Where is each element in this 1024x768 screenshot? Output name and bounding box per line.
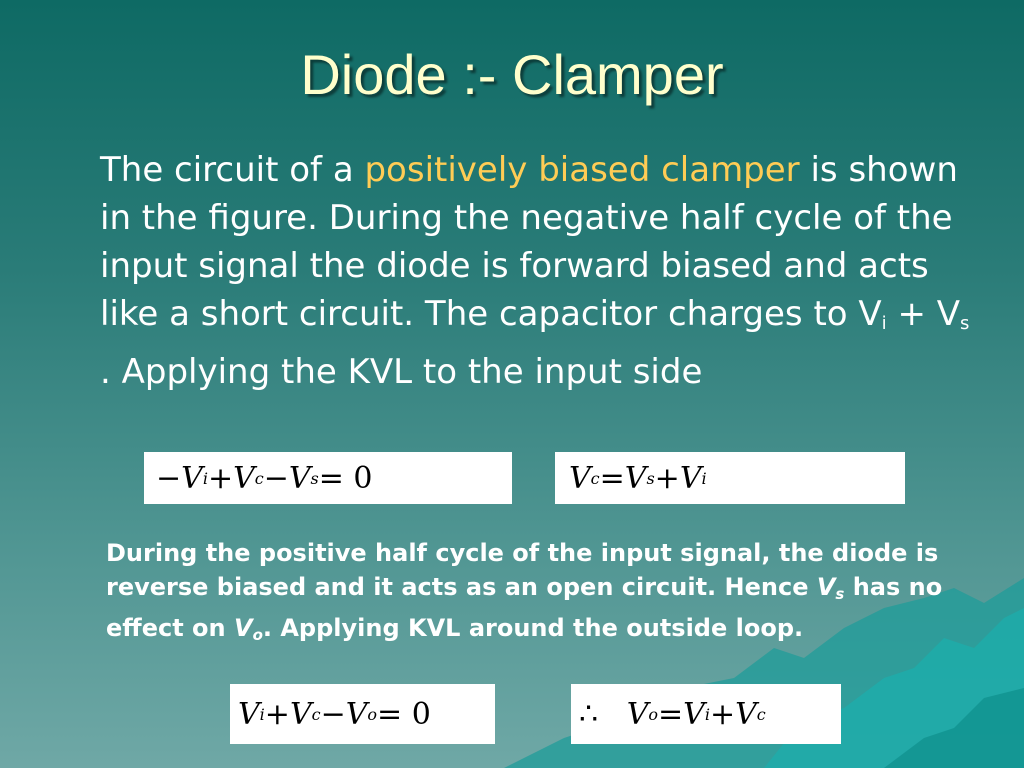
eq4-sub-c: c xyxy=(756,704,766,724)
eq3-sub-i: i xyxy=(259,704,265,724)
para2-text-2: has no effect on xyxy=(106,573,943,642)
slide-title: Diode :- Clamper xyxy=(300,43,724,106)
eq1-plus: + xyxy=(207,460,234,496)
eq2-v: V xyxy=(679,460,702,496)
para2-sub-o: o xyxy=(252,626,263,644)
eq3-plus: + xyxy=(264,696,290,732)
eq3-v: V xyxy=(289,696,312,732)
para2-text-3: . Applying KVL around the outside loop. xyxy=(262,614,804,642)
intro-paragraph: The circuit of a positively biased clamp… xyxy=(100,146,980,396)
eq4-sub-i: i xyxy=(704,704,710,724)
eq4-v: V xyxy=(683,696,705,732)
eq4-equals: = xyxy=(658,696,684,732)
intro-text: The circuit of a xyxy=(100,150,365,190)
body-text: is shown in the figure. During the negat… xyxy=(100,150,958,334)
eq2-equals: = xyxy=(599,460,625,496)
eq2-sub-c: c xyxy=(590,468,600,488)
eq1-sub-c: c xyxy=(254,468,264,488)
highlight-text: positively biased clamper xyxy=(364,150,800,190)
eq2-plus: + xyxy=(654,460,680,496)
eq1-sub-s: s xyxy=(310,468,319,488)
eq1-v: V xyxy=(288,460,311,496)
eq4-v: V xyxy=(735,696,757,732)
eq1-sub-i: i xyxy=(202,468,208,488)
para2-text-1: During the positive half cycle of the in… xyxy=(106,539,939,601)
eq4-sub-o: o xyxy=(648,704,659,724)
eq4-v: V xyxy=(626,696,649,732)
eq2-v: V xyxy=(569,460,591,496)
eq3-sub-c: c xyxy=(311,704,321,724)
para2-v: V xyxy=(816,573,836,601)
eq2-sub-s: s xyxy=(646,468,655,488)
para2-v2: V xyxy=(233,614,253,642)
eq1-minus: − xyxy=(156,460,182,496)
eq1-v: V xyxy=(233,460,255,496)
plus-vs-text: + V xyxy=(886,294,961,334)
subscript-s: s xyxy=(960,313,970,334)
para2-sub-s: s xyxy=(835,585,845,603)
eq2-v: V xyxy=(624,460,647,496)
eq3-minus: − xyxy=(320,696,346,732)
eq1-v: V xyxy=(181,460,203,496)
eq4-therefore: ∴ xyxy=(579,696,627,732)
eq3-v: V xyxy=(345,696,368,732)
eq1-equals-zero: = 0 xyxy=(318,460,373,496)
eq1-minus: − xyxy=(263,460,289,496)
eq3-equals-zero: = 0 xyxy=(377,696,431,732)
eq3-sub-o: o xyxy=(367,704,378,724)
eq3-v: V xyxy=(238,696,260,732)
eq2-sub-i: i xyxy=(701,468,707,488)
eq4-plus: + xyxy=(709,696,736,732)
positive-cycle-paragraph: During the positive half cycle of the in… xyxy=(106,536,986,652)
subscript-i: i xyxy=(881,313,887,334)
kvl-text: . Applying the KVL to the input side xyxy=(100,352,703,392)
